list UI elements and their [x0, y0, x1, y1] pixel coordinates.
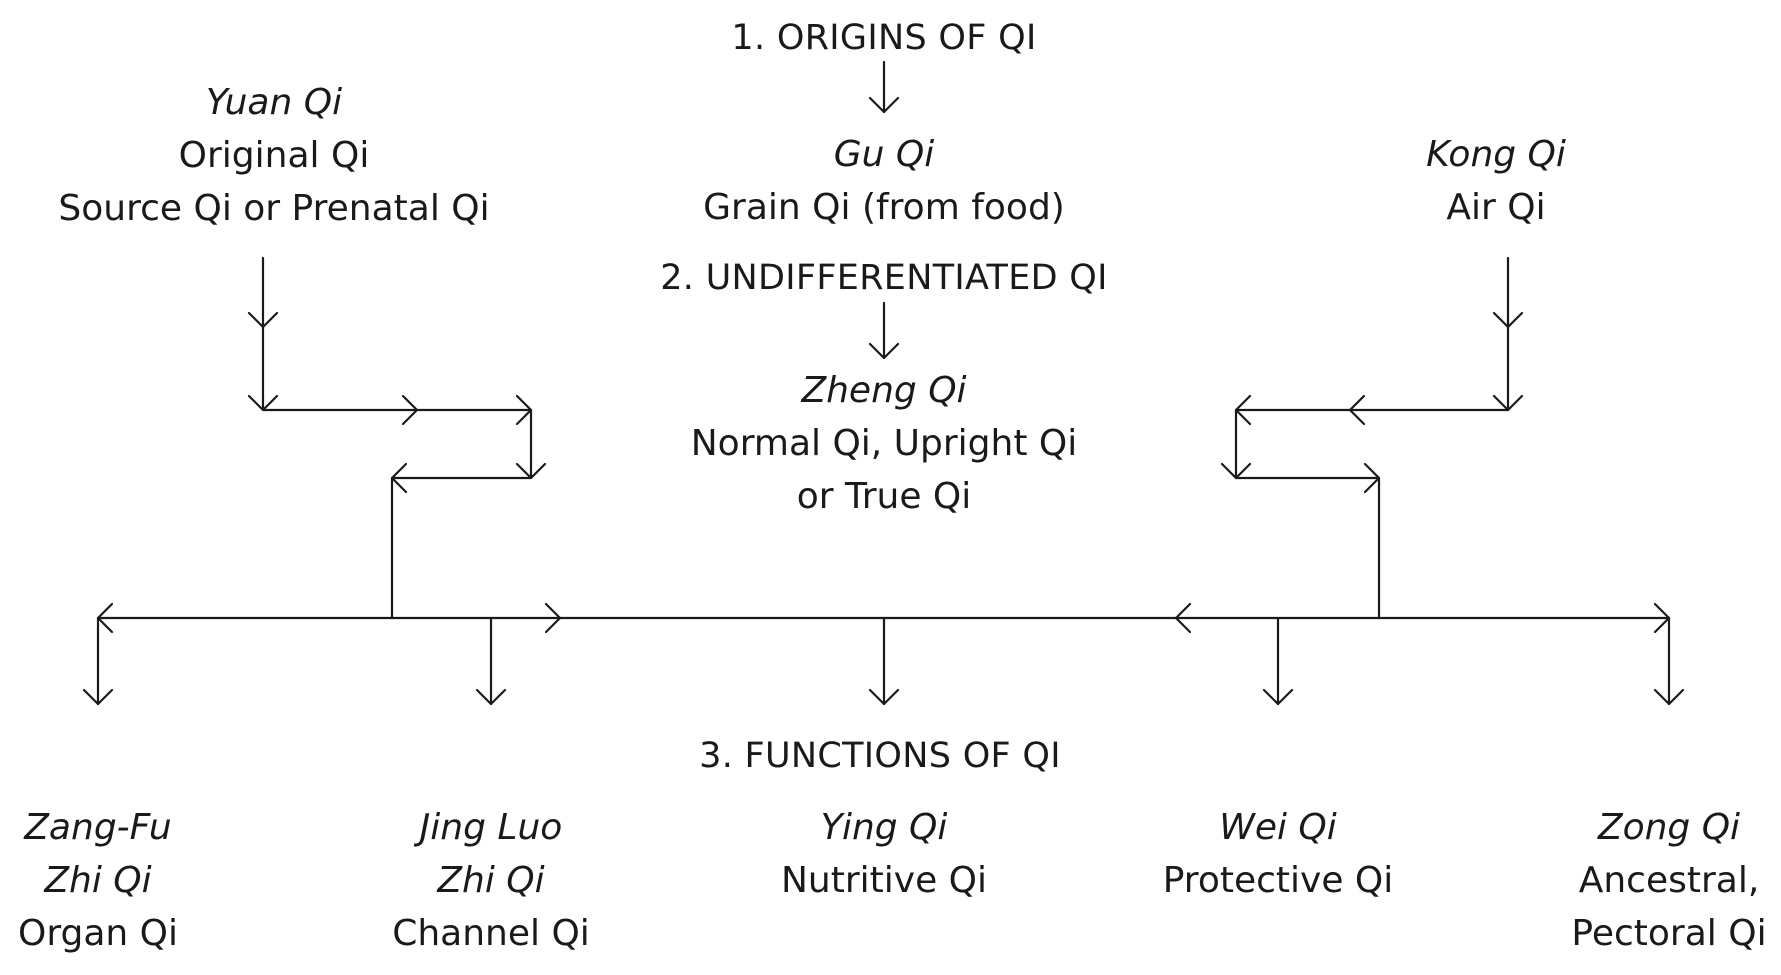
jing-luo-name1: Jing Luo	[419, 807, 563, 848]
zheng-qi-line2: or True Qi	[796, 476, 972, 517]
node-wei-qi: Wei Qi Protective Qi	[1163, 801, 1394, 907]
kong-qi-flow-path	[1220, 256, 1524, 620]
zheng-qi-name: Zheng Qi	[801, 370, 967, 411]
node-gu-qi: Gu Qi Grain Qi (from food)	[703, 128, 1065, 234]
node-yuan-qi: Yuan Qi Original Qi Source Qi or Prenata…	[58, 76, 489, 235]
wei-qi-line1: Protective Qi	[1162, 860, 1394, 901]
yuan-qi-line2: Source Qi or Prenatal Qi	[58, 188, 490, 229]
kong-qi-line1: Air Qi	[1446, 187, 1546, 228]
heading-functions: 3. FUNCTIONS OF QI	[699, 736, 1061, 776]
node-kong-qi: Kong Qi Air Qi	[1426, 128, 1566, 234]
yuan-qi-line1: Original Qi	[178, 135, 370, 176]
arrow-to-wei-qi	[1262, 616, 1294, 706]
zheng-qi-line1: Normal Qi, Upright Qi	[690, 423, 1078, 464]
kong-qi-name: Kong Qi	[1426, 134, 1566, 175]
gu-qi-line1: Grain Qi (from food)	[703, 187, 1065, 228]
arrow-origins-to-gu	[868, 60, 900, 114]
node-zheng-qi: Zheng Qi Normal Qi, Upright Qi or True Q…	[691, 364, 1078, 523]
arrow-to-jing-luo	[475, 616, 507, 706]
arrow-undifferentiated-to-zheng	[868, 301, 900, 360]
node-jing-luo-zhi-qi: Jing Luo Zhi Qi Channel Qi	[392, 801, 590, 960]
zong-qi-name: Zong Qi	[1597, 807, 1741, 848]
zong-qi-line2: Pectoral Qi	[1571, 913, 1767, 954]
heading-undifferentiated: 2. UNDIFFERENTIATED QI	[660, 258, 1108, 298]
jing-luo-line1: Channel Qi	[392, 913, 590, 954]
arrow-to-ying-qi	[868, 616, 900, 706]
zang-fu-line1: Organ Qi	[17, 913, 179, 954]
zong-qi-line1: Ancestral,	[1578, 860, 1760, 901]
arrow-to-zong-qi	[1653, 616, 1685, 706]
yuan-qi-flow-path	[247, 256, 547, 620]
jing-luo-name2: Zhi Qi	[437, 860, 545, 901]
zang-fu-name1: Zang-Fu	[24, 807, 172, 848]
node-zong-qi: Zong Qi Ancestral, Pectoral Qi	[1571, 801, 1766, 960]
yuan-qi-name: Yuan Qi	[205, 82, 343, 123]
zang-fu-name2: Zhi Qi	[44, 860, 152, 901]
arrow-to-zang-fu	[82, 616, 114, 706]
node-ying-qi: Ying Qi Nutritive Qi	[781, 801, 987, 907]
ying-qi-line1: Nutritive Qi	[780, 860, 988, 901]
ying-qi-name: Ying Qi	[820, 807, 948, 848]
node-zang-fu-zhi-qi: Zang-Fu Zhi Qi Organ Qi	[18, 801, 178, 960]
heading-origins: 1. ORIGINS OF QI	[731, 18, 1037, 58]
wei-qi-name: Wei Qi	[1219, 807, 1337, 848]
gu-qi-name: Gu Qi	[833, 134, 935, 175]
